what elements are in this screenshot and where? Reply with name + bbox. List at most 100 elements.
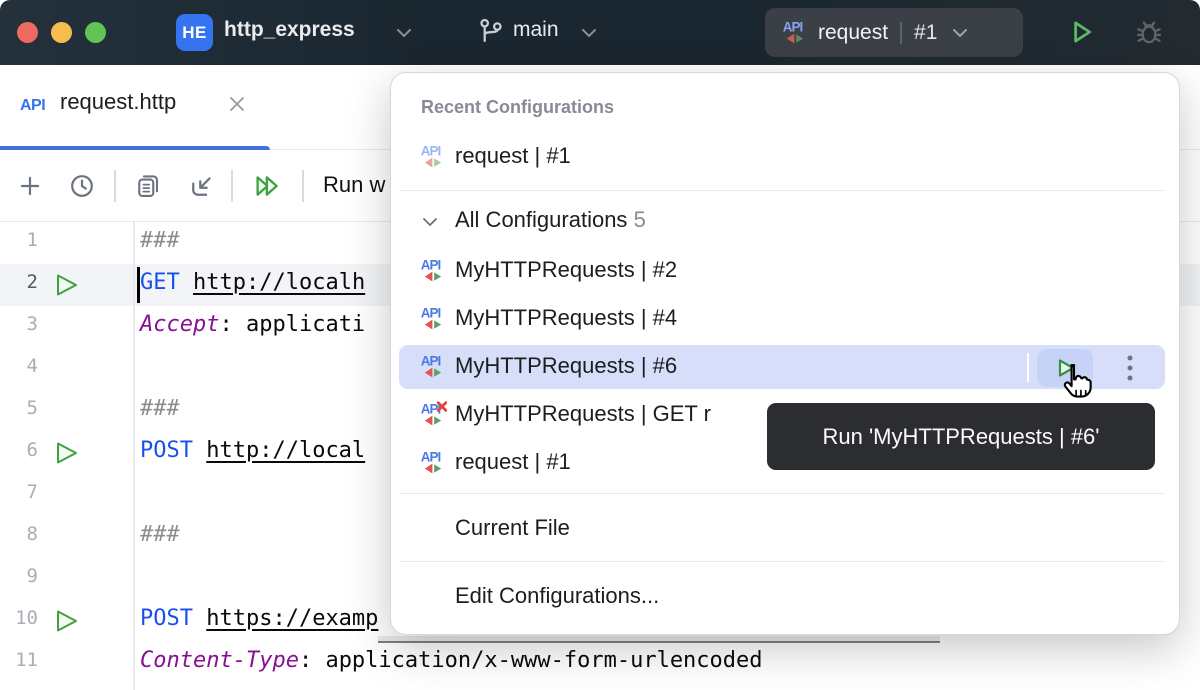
import-arrow-icon	[192, 177, 211, 196]
configuration-item[interactable]: API MyHTTPRequests | GET r	[391, 391, 1181, 439]
controls-divider	[1027, 353, 1029, 382]
line-number: 11	[15, 649, 38, 671]
api-file-icon: API	[419, 257, 447, 285]
line-number: 9	[26, 565, 38, 587]
copy-button[interactable]	[126, 164, 170, 208]
code-text: Accept: applicati	[140, 312, 366, 337]
title-bar: HE http_express main API request #1	[0, 0, 1200, 65]
svg-text:API: API	[421, 257, 441, 272]
all-configurations-label: All Configurations 5	[455, 207, 646, 232]
svg-text:API: API	[783, 19, 803, 34]
api-file-icon: API	[419, 143, 447, 171]
api-file-icon: API	[421, 143, 441, 168]
chevron-down-icon	[582, 29, 596, 38]
run-all-requests-button[interactable]	[246, 164, 290, 208]
api-file-icon: API	[421, 305, 441, 330]
text-caret	[137, 267, 140, 303]
debug-bug-button[interactable]	[1132, 15, 1166, 49]
run-request-icon[interactable]	[54, 609, 80, 633]
run-request-icon[interactable]	[54, 441, 80, 465]
project-name[interactable]: http_express	[224, 18, 355, 41]
line-number: 6	[26, 439, 38, 461]
configuration-list: API MyHTTPRequests | #2 API MyHTTPReques…	[391, 247, 1181, 487]
editor-line[interactable]: 7	[0, 474, 1200, 516]
configuration-item[interactable]: API request | #1	[391, 439, 1181, 487]
play-icon	[1058, 359, 1075, 377]
line-number: 5	[26, 397, 38, 419]
editor-line[interactable]: 11 Content-Type: application/x-www-form-u…	[0, 642, 1200, 684]
run-config-name: request	[818, 20, 889, 44]
menu-item-label: Edit Configurations...	[455, 583, 660, 608]
line-number: 10	[15, 607, 38, 629]
config-label: MyHTTPRequests | #2	[455, 257, 678, 282]
config-label: MyHTTPRequests | #6	[455, 353, 678, 378]
traffic-light-close[interactable]	[17, 22, 38, 43]
api-file-icon: API	[421, 257, 441, 282]
svg-text:API: API	[421, 401, 441, 416]
branch-name[interactable]: main	[513, 18, 559, 41]
code-text: POST http://local	[140, 438, 366, 463]
traffic-light-minimize[interactable]	[51, 22, 72, 43]
editor-line[interactable]: 3 Accept: applicati	[0, 306, 1200, 348]
edit-configurations-item[interactable]: Edit Configurations...	[391, 575, 1181, 619]
api-file-icon: API	[419, 305, 447, 333]
editor-line[interactable]: 5 ###	[0, 390, 1200, 432]
api-file-icon: API	[419, 401, 448, 429]
toolbar-divider	[114, 170, 116, 202]
run-with-selector[interactable]: Run w	[323, 172, 386, 197]
line-number: 3	[26, 313, 38, 335]
run-button[interactable]	[1066, 17, 1096, 47]
plus-icon	[20, 176, 40, 196]
run-configuration-selector[interactable]: API request #1	[765, 8, 1023, 57]
svg-text:API: API	[421, 143, 441, 158]
svg-text:API: API	[421, 305, 441, 320]
current-file-item[interactable]: Current File	[391, 507, 1181, 551]
code-text: Content-Type: application/x-www-form-url…	[140, 648, 763, 673]
run-config-play-button[interactable]	[1037, 349, 1093, 387]
project-badge[interactable]: HE	[176, 14, 213, 51]
run-request-icon[interactable]	[54, 273, 80, 297]
chevron-down-icon	[397, 29, 411, 38]
code-text: POST https://examp	[140, 606, 379, 631]
history-button[interactable]	[60, 164, 104, 208]
all-configurations-group[interactable]: All Configurations 5	[391, 201, 1181, 245]
copy-icon	[138, 175, 159, 197]
configuration-item[interactable]: API MyHTTPRequests | #4	[391, 295, 1181, 343]
editor-line[interactable]: 1###	[0, 222, 1200, 264]
code-text: ###	[140, 396, 180, 421]
clock-icon	[71, 175, 93, 197]
api-file-icon: API	[421, 449, 441, 474]
chip-divider	[900, 21, 903, 44]
http-file-type-icon: API	[20, 97, 46, 114]
occluded-url-underline	[378, 641, 940, 643]
more-options-button[interactable]	[1117, 350, 1143, 386]
add-request-button[interactable]	[8, 164, 52, 208]
popup-header: Recent Configurations	[421, 97, 615, 117]
tab-title: request.http	[60, 89, 177, 114]
api-file-icon: API	[781, 19, 809, 47]
editor-line[interactable]: 9	[0, 558, 1200, 600]
editor-line[interactable]: 8###	[0, 516, 1200, 558]
run-configurations-popup: Recent Configurations API request | #1 A…	[390, 72, 1180, 635]
gutter-divider	[133, 222, 135, 690]
toolbar-divider	[231, 170, 233, 202]
configuration-item[interactable]: API MyHTTPRequests | #2	[391, 247, 1181, 295]
traffic-light-zoom[interactable]	[85, 22, 106, 43]
editor-line[interactable]: 10 POST https://examp	[0, 600, 1200, 642]
import-button[interactable]	[180, 164, 224, 208]
config-count: 5	[633, 207, 646, 232]
tab-request-http[interactable]: API request.http	[0, 65, 265, 149]
editor-line[interactable]: 6 POST http://local	[0, 432, 1200, 474]
close-icon[interactable]	[226, 93, 248, 115]
configuration-item[interactable]: API MyHTTPRequests | #6	[391, 343, 1181, 391]
run-all-icon	[256, 176, 278, 196]
menu-item-label: Current File	[455, 515, 570, 540]
recent-config-item[interactable]: API request | #1	[391, 135, 1181, 179]
editor-line[interactable]: 4	[0, 348, 1200, 390]
api-file-icon: API	[419, 353, 447, 381]
popup-divider	[399, 190, 1165, 191]
kebab-menu-icon	[1127, 355, 1133, 381]
run-config-number: #1	[914, 20, 938, 44]
cursor-hand-icon	[1063, 364, 1092, 398]
config-label: MyHTTPRequests | #4	[455, 305, 678, 330]
